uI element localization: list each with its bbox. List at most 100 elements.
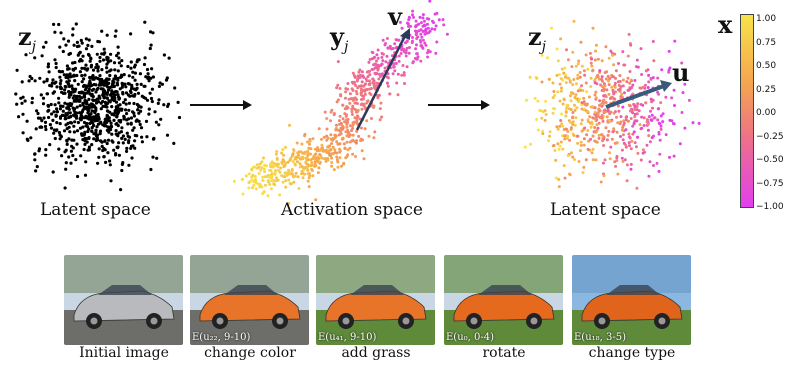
scatter-point xyxy=(55,121,59,125)
scatter-point xyxy=(287,171,291,175)
scatter-point xyxy=(392,64,396,68)
scatter-point xyxy=(591,26,595,30)
scatter-point xyxy=(94,90,98,94)
scatter-point xyxy=(368,91,372,95)
scatter-point xyxy=(80,80,84,84)
scatter-point xyxy=(681,91,685,95)
scatter-point xyxy=(629,108,633,112)
scatter-point xyxy=(631,124,635,128)
scatter-point xyxy=(111,81,115,85)
scatter-point xyxy=(441,18,445,22)
scatter-point xyxy=(261,175,265,179)
scatter-point xyxy=(317,157,321,160)
scatter-point xyxy=(94,65,98,70)
scatter-point xyxy=(98,55,102,60)
scatter-point xyxy=(125,131,129,135)
scatter-point xyxy=(247,186,251,190)
scatter-point xyxy=(58,81,63,86)
scatter-point xyxy=(590,57,594,61)
scatter-point xyxy=(606,109,610,112)
scatter-point xyxy=(46,65,50,69)
scatter-point xyxy=(600,59,604,63)
scatter-point xyxy=(59,70,63,74)
scatter-point xyxy=(122,115,126,119)
scatter-point xyxy=(555,125,559,129)
scatter-point xyxy=(404,54,408,58)
scatter-point xyxy=(591,105,595,109)
scatter-point xyxy=(73,60,77,65)
scatter-point xyxy=(258,162,262,166)
scatter-point xyxy=(657,130,661,134)
scatter-point xyxy=(75,142,79,146)
scatter-point xyxy=(591,158,595,162)
scatter-point xyxy=(52,90,57,94)
scatter-point xyxy=(63,101,67,105)
scatter-point xyxy=(71,27,75,31)
scatter-point xyxy=(607,83,611,87)
scatter-point xyxy=(157,84,161,88)
scatter-point xyxy=(282,153,286,157)
scatter-point xyxy=(148,46,152,51)
scatter-point xyxy=(49,126,54,130)
scatter-point xyxy=(597,133,601,137)
scatter-point xyxy=(90,109,94,113)
scatter-point xyxy=(344,156,348,160)
scatter-point xyxy=(571,83,575,87)
scatter-point xyxy=(92,118,97,122)
scatter-point xyxy=(621,133,625,137)
scatter-point xyxy=(657,107,661,111)
scatter-point xyxy=(605,88,609,92)
scatter-point xyxy=(421,16,425,20)
scatter-point xyxy=(241,192,245,196)
scatter-point xyxy=(275,158,279,161)
scatter-point xyxy=(67,137,71,141)
scatter-point xyxy=(53,136,57,141)
scatter-point xyxy=(87,127,91,131)
scatter-point xyxy=(98,131,102,136)
scatter-point xyxy=(113,93,117,97)
scatter-point xyxy=(576,89,580,93)
scatter-point xyxy=(72,138,76,142)
scatter-point xyxy=(106,81,110,86)
scatter-point xyxy=(664,133,668,137)
scatter-point xyxy=(363,92,367,96)
scatter-point xyxy=(82,106,86,110)
scatter-point xyxy=(55,110,59,114)
scatter-point xyxy=(87,148,91,152)
scatter-point xyxy=(329,148,333,152)
scatter-point xyxy=(96,69,100,73)
scatter-point xyxy=(272,164,276,167)
scatter-point xyxy=(569,126,573,130)
scatter-point xyxy=(612,63,616,67)
scatter-point xyxy=(268,182,272,186)
scatter-point xyxy=(82,147,86,152)
scatter-point xyxy=(637,109,641,113)
scatter-point xyxy=(624,145,628,149)
scatter-point xyxy=(620,156,624,160)
scatter-point xyxy=(601,85,605,89)
scatter-point xyxy=(91,98,95,102)
scatter-point xyxy=(330,142,334,145)
scatter-point xyxy=(362,102,366,106)
scatter-point xyxy=(415,43,418,47)
scatter-point xyxy=(564,114,568,118)
scatter-point xyxy=(144,119,149,123)
scatter-point xyxy=(535,76,539,80)
scatter-point xyxy=(540,53,544,57)
scatter-point xyxy=(582,69,586,73)
scatter-point xyxy=(649,76,653,80)
scatter-point xyxy=(536,128,540,132)
scatter-point xyxy=(569,94,572,98)
scatter-point xyxy=(257,172,261,175)
scatter-point xyxy=(95,125,99,129)
scatter-point xyxy=(604,77,608,81)
scatter-point xyxy=(381,38,385,42)
scatter-point xyxy=(154,120,158,124)
scatter-point xyxy=(72,130,76,134)
scatter-point xyxy=(368,69,371,73)
scatter-point xyxy=(247,172,251,176)
scatter-point xyxy=(583,73,587,77)
scatter-point xyxy=(263,170,267,173)
scatter-point xyxy=(580,118,584,122)
scatter-point xyxy=(599,83,603,87)
